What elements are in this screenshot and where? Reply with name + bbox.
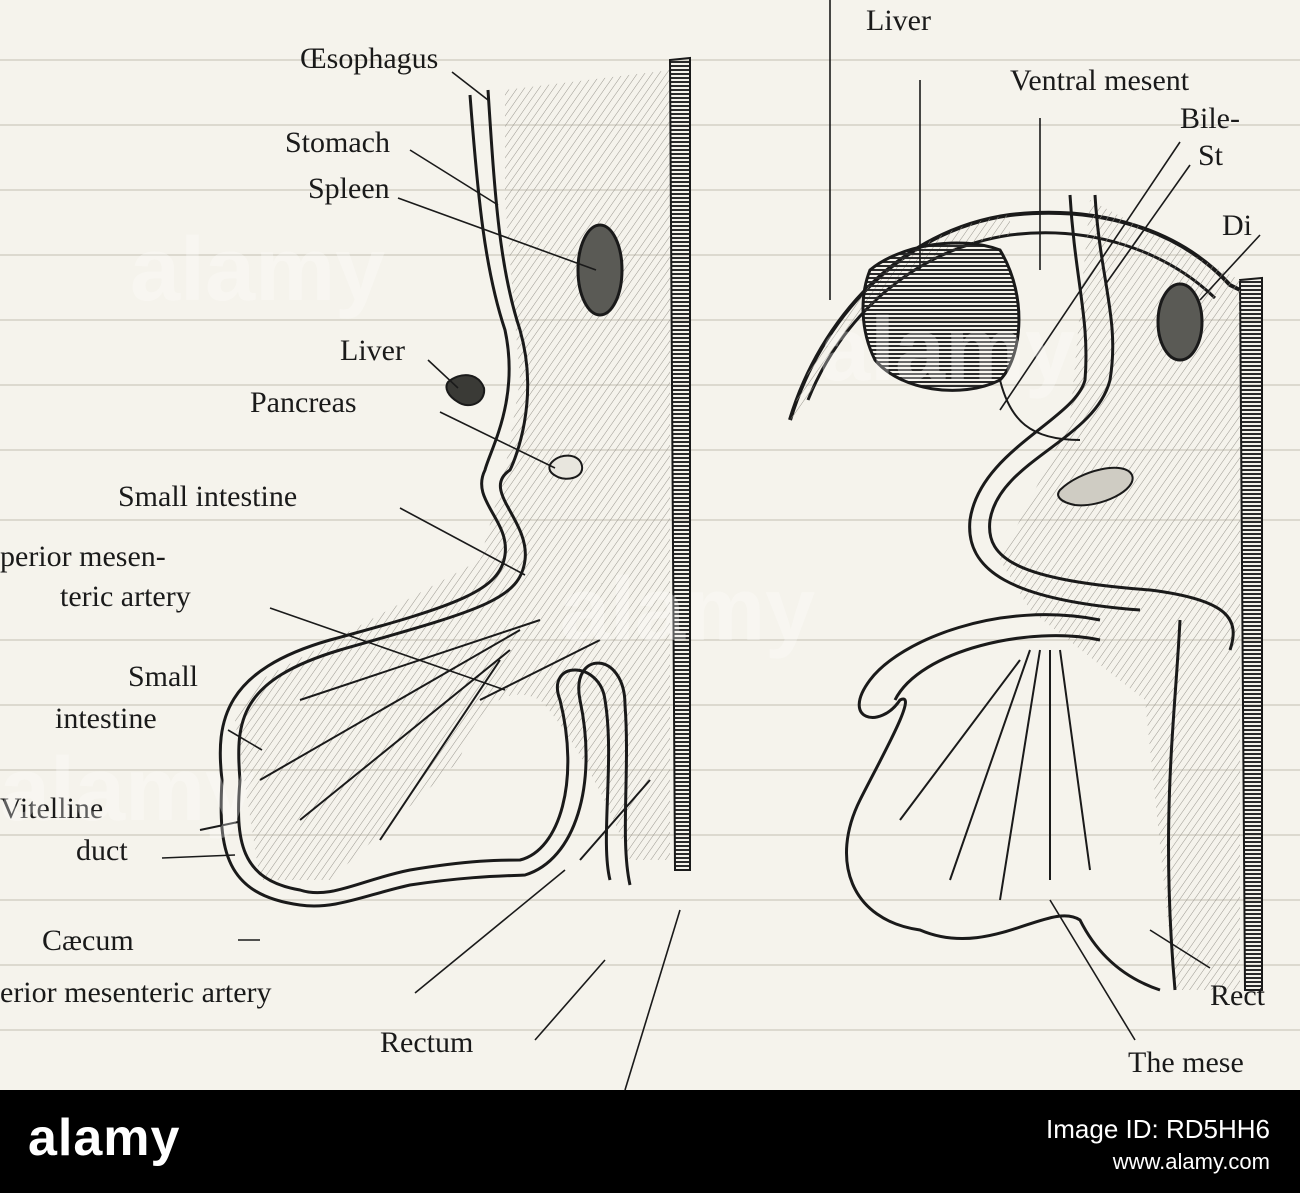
- watermark-brand-1: alamy: [130, 220, 385, 320]
- label-liver-left: Liver: [340, 334, 405, 367]
- anatomy-figure: Œsophagus Stomach Spleen Liver Pancreas …: [0, 0, 1300, 1090]
- label-liver-right: Liver: [866, 4, 931, 37]
- body-wall: [668, 56, 691, 871]
- watermark: alamy alamy alamy alamy: [0, 220, 1075, 840]
- image-info: Image ID: RD5HH6 www.alamy.com: [1046, 1114, 1270, 1175]
- label-small-intestine-1: Small intestine: [118, 480, 297, 513]
- leader-lines: [161, 0, 1261, 1090]
- label-oesophagus: Œsophagus: [300, 42, 438, 75]
- label-pancreas: Pancreas: [250, 386, 357, 419]
- label-sup-mes-artery-2: teric artery: [60, 580, 191, 613]
- vitelline-duct: [199, 821, 239, 831]
- label-sup-mes-artery-1: perior mesen-: [0, 540, 166, 573]
- watermark-brand-4: alamy: [820, 300, 1075, 400]
- pancreas-right: [1057, 466, 1134, 507]
- label-caecum: Cæcum: [42, 924, 134, 957]
- label-bile-duct: Bile-: [1180, 102, 1240, 135]
- label-stomach: Stomach: [285, 126, 390, 159]
- spleen: [576, 223, 624, 317]
- label-diaphragm-right: Di: [1222, 209, 1252, 242]
- spleen-right: [1156, 282, 1204, 362]
- image-id: Image ID: RD5HH6: [1046, 1114, 1270, 1144]
- gut-tube-right-2: [968, 194, 1141, 612]
- label-rectum-right: Rect: [1210, 979, 1266, 1012]
- liver-right: [861, 241, 1021, 392]
- intestinal-loop: [845, 613, 1182, 992]
- right-labels: Liver Ventral mesent Bile- St Di Rect Th…: [866, 4, 1266, 1079]
- label-vitelline-1: Vitelline: [0, 792, 103, 825]
- left-labels: Œsophagus Stomach Spleen Liver Pancreas …: [0, 42, 473, 1059]
- body-wall-right: [1238, 276, 1263, 991]
- label-spleen: Spleen: [308, 172, 390, 205]
- label-ventral-mesentery: Ventral mesent: [1010, 64, 1190, 97]
- septum-fill: [790, 215, 1010, 420]
- alamy-logo[interactable]: alamy: [28, 1109, 181, 1167]
- gut-tube-right: [988, 194, 1235, 651]
- embryo-gut-diagram: Œsophagus Stomach Spleen Liver Pancreas …: [0, 0, 1300, 1090]
- label-stomach-right: St: [1198, 139, 1224, 172]
- pancreas-bud: [548, 454, 584, 480]
- dorsal-mesentery-right: [1000, 200, 1240, 990]
- dorsal-mesentery: [235, 70, 670, 880]
- label-vitelline-2: duct: [76, 834, 128, 867]
- watermark-brand-3: alamy: [0, 740, 255, 840]
- footer-bar: alamy Image ID: RD5HH6 www.alamy.com: [0, 1090, 1300, 1193]
- watermark-brand-2: alamy: [560, 560, 815, 660]
- ventral-mesentery-line: [999, 379, 1081, 441]
- label-small-intestine-2b: intestine: [55, 702, 157, 735]
- gut-tube-inner: [218, 94, 632, 908]
- label-mesentery-right: The mese: [1128, 1046, 1244, 1079]
- right-embryo-figure: [788, 194, 1263, 992]
- label-rectum-left: Rectum: [380, 1026, 473, 1059]
- label-inf-mes-artery: erior mesenteric artery: [0, 976, 272, 1009]
- label-small-intestine-2a: Small: [128, 660, 198, 693]
- left-embryo-figure: [199, 56, 691, 908]
- site-url[interactable]: www.alamy.com: [1112, 1149, 1270, 1174]
- liver-bud: [445, 374, 486, 407]
- mesenteric-vessels-right: [899, 649, 1091, 901]
